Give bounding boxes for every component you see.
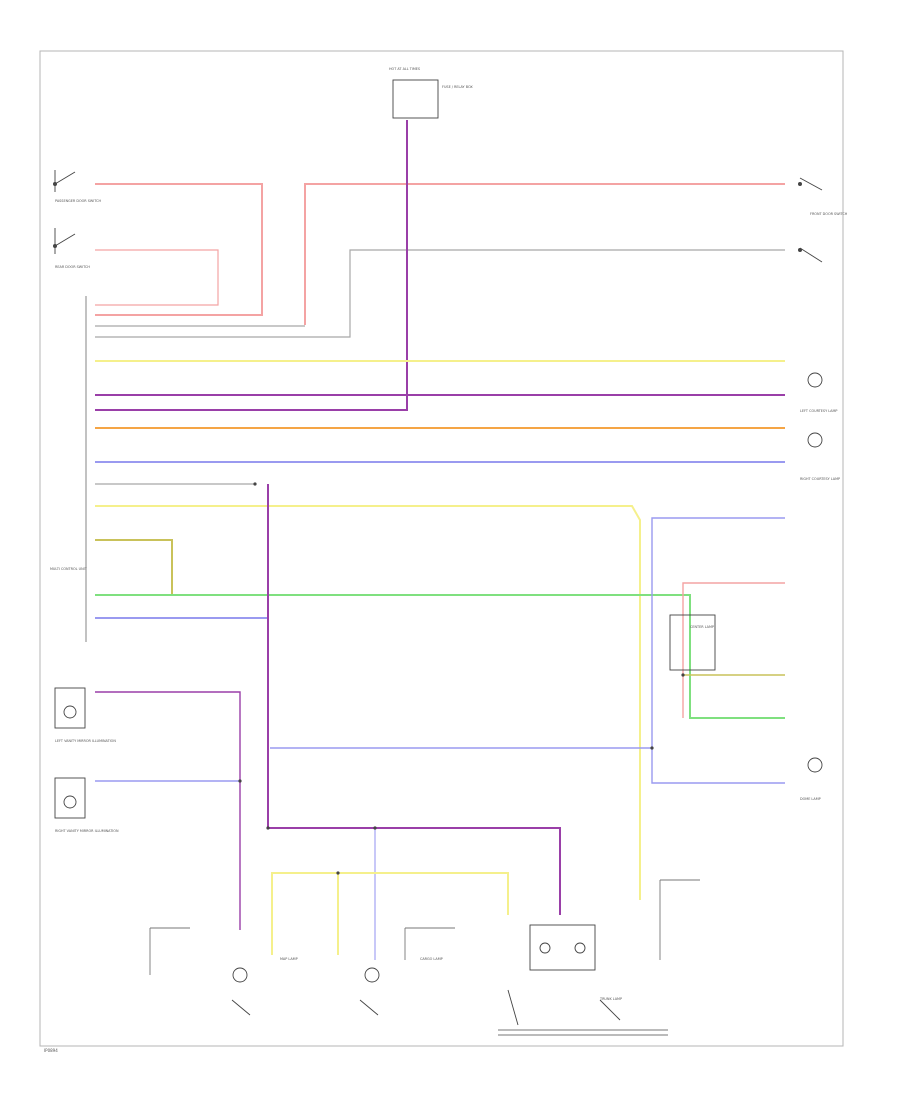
top-fuse-title: HOT AT ALL TIMES <box>389 67 420 71</box>
top-fuse-label: FUSE / RELAY BOX <box>442 85 473 89</box>
wire-olive <box>95 539 173 595</box>
wire-violet-vertical <box>267 484 561 915</box>
wire-yellow-lower <box>271 872 509 955</box>
wire-green <box>95 594 785 719</box>
right-lamp-1 <box>807 372 823 388</box>
front-door-switch-label: FRONT DOOR SWITCH <box>810 212 848 216</box>
right-vanity-label: RIGHT VANITY MIRROR ILLUMINATION <box>55 829 119 833</box>
wire-blue-dome <box>651 517 785 784</box>
wire-black-layer <box>85 296 700 1036</box>
rear-switch-label: REAR DOOR SWITCH <box>55 265 90 269</box>
multi-control-label: MULTI CONTROL UNIT <box>50 567 88 571</box>
wire-red-top <box>95 183 263 316</box>
cargo-lamp: CARGO LAMP <box>359 957 443 1016</box>
wire-red-center <box>682 582 785 718</box>
right-courtesy-lamp: RIGHT COURTESY LAMP <box>800 477 840 481</box>
trunk-lamp-label: TRUNK LAMP <box>599 997 622 1001</box>
dome-lamp-label: DOME LAMP <box>800 797 821 801</box>
right-vanity-mirror: RIGHT VANITY MIRROR ILLUMINATION <box>54 777 119 833</box>
junction-dots <box>238 482 685 875</box>
wire-violet-vanity <box>95 691 241 930</box>
top-fuse-box: HOT AT ALL TIMES FUSE / RELAY BOX <box>389 67 473 119</box>
front-door-switch-right: FRONT DOOR SWITCH <box>798 177 848 216</box>
map-lamp: MAP LAMP <box>231 957 298 1016</box>
dome-lamp: DOME LAMP <box>800 757 823 801</box>
left-courtesy-lamp: LEFT COURTESY LAMP <box>800 409 837 448</box>
center-lamp-unit: CENTER LAMP <box>669 614 716 671</box>
rear-door-switch: REAR DOOR SWITCH <box>53 228 90 269</box>
left-courtesy-label: LEFT COURTESY LAMP <box>800 409 837 413</box>
passenger-switch-label: PASSENGER DOOR SWITCH <box>55 199 101 203</box>
diagram-frame <box>39 50 844 1047</box>
wire-red-rear <box>95 249 219 306</box>
left-vanity-label: LEFT VANITY MIRROR ILLUMINATION <box>55 739 116 743</box>
footer-code: IP0894 <box>44 1048 58 1053</box>
right-courtesy-label: RIGHT COURTESY LAMP <box>800 477 840 481</box>
center-lamp-label: CENTER LAMP <box>690 625 714 629</box>
wire-layer <box>95 120 785 960</box>
cargo-lamp-label: CARGO LAMP <box>420 957 443 961</box>
wire-red-right <box>304 183 785 325</box>
wire-yellow-center <box>95 505 641 900</box>
wire-gray-right <box>95 249 785 338</box>
passenger-door-switch: PASSENGER DOOR SWITCH <box>53 170 101 203</box>
left-vanity-mirror: LEFT VANITY MIRROR ILLUMINATION <box>54 687 116 743</box>
map-lamp-label: MAP LAMP <box>280 957 298 961</box>
trunk-lamp-unit: TRUNK LAMP <box>507 924 622 1026</box>
wire-violet-fuse <box>95 120 408 411</box>
right-door-switch <box>798 247 823 263</box>
